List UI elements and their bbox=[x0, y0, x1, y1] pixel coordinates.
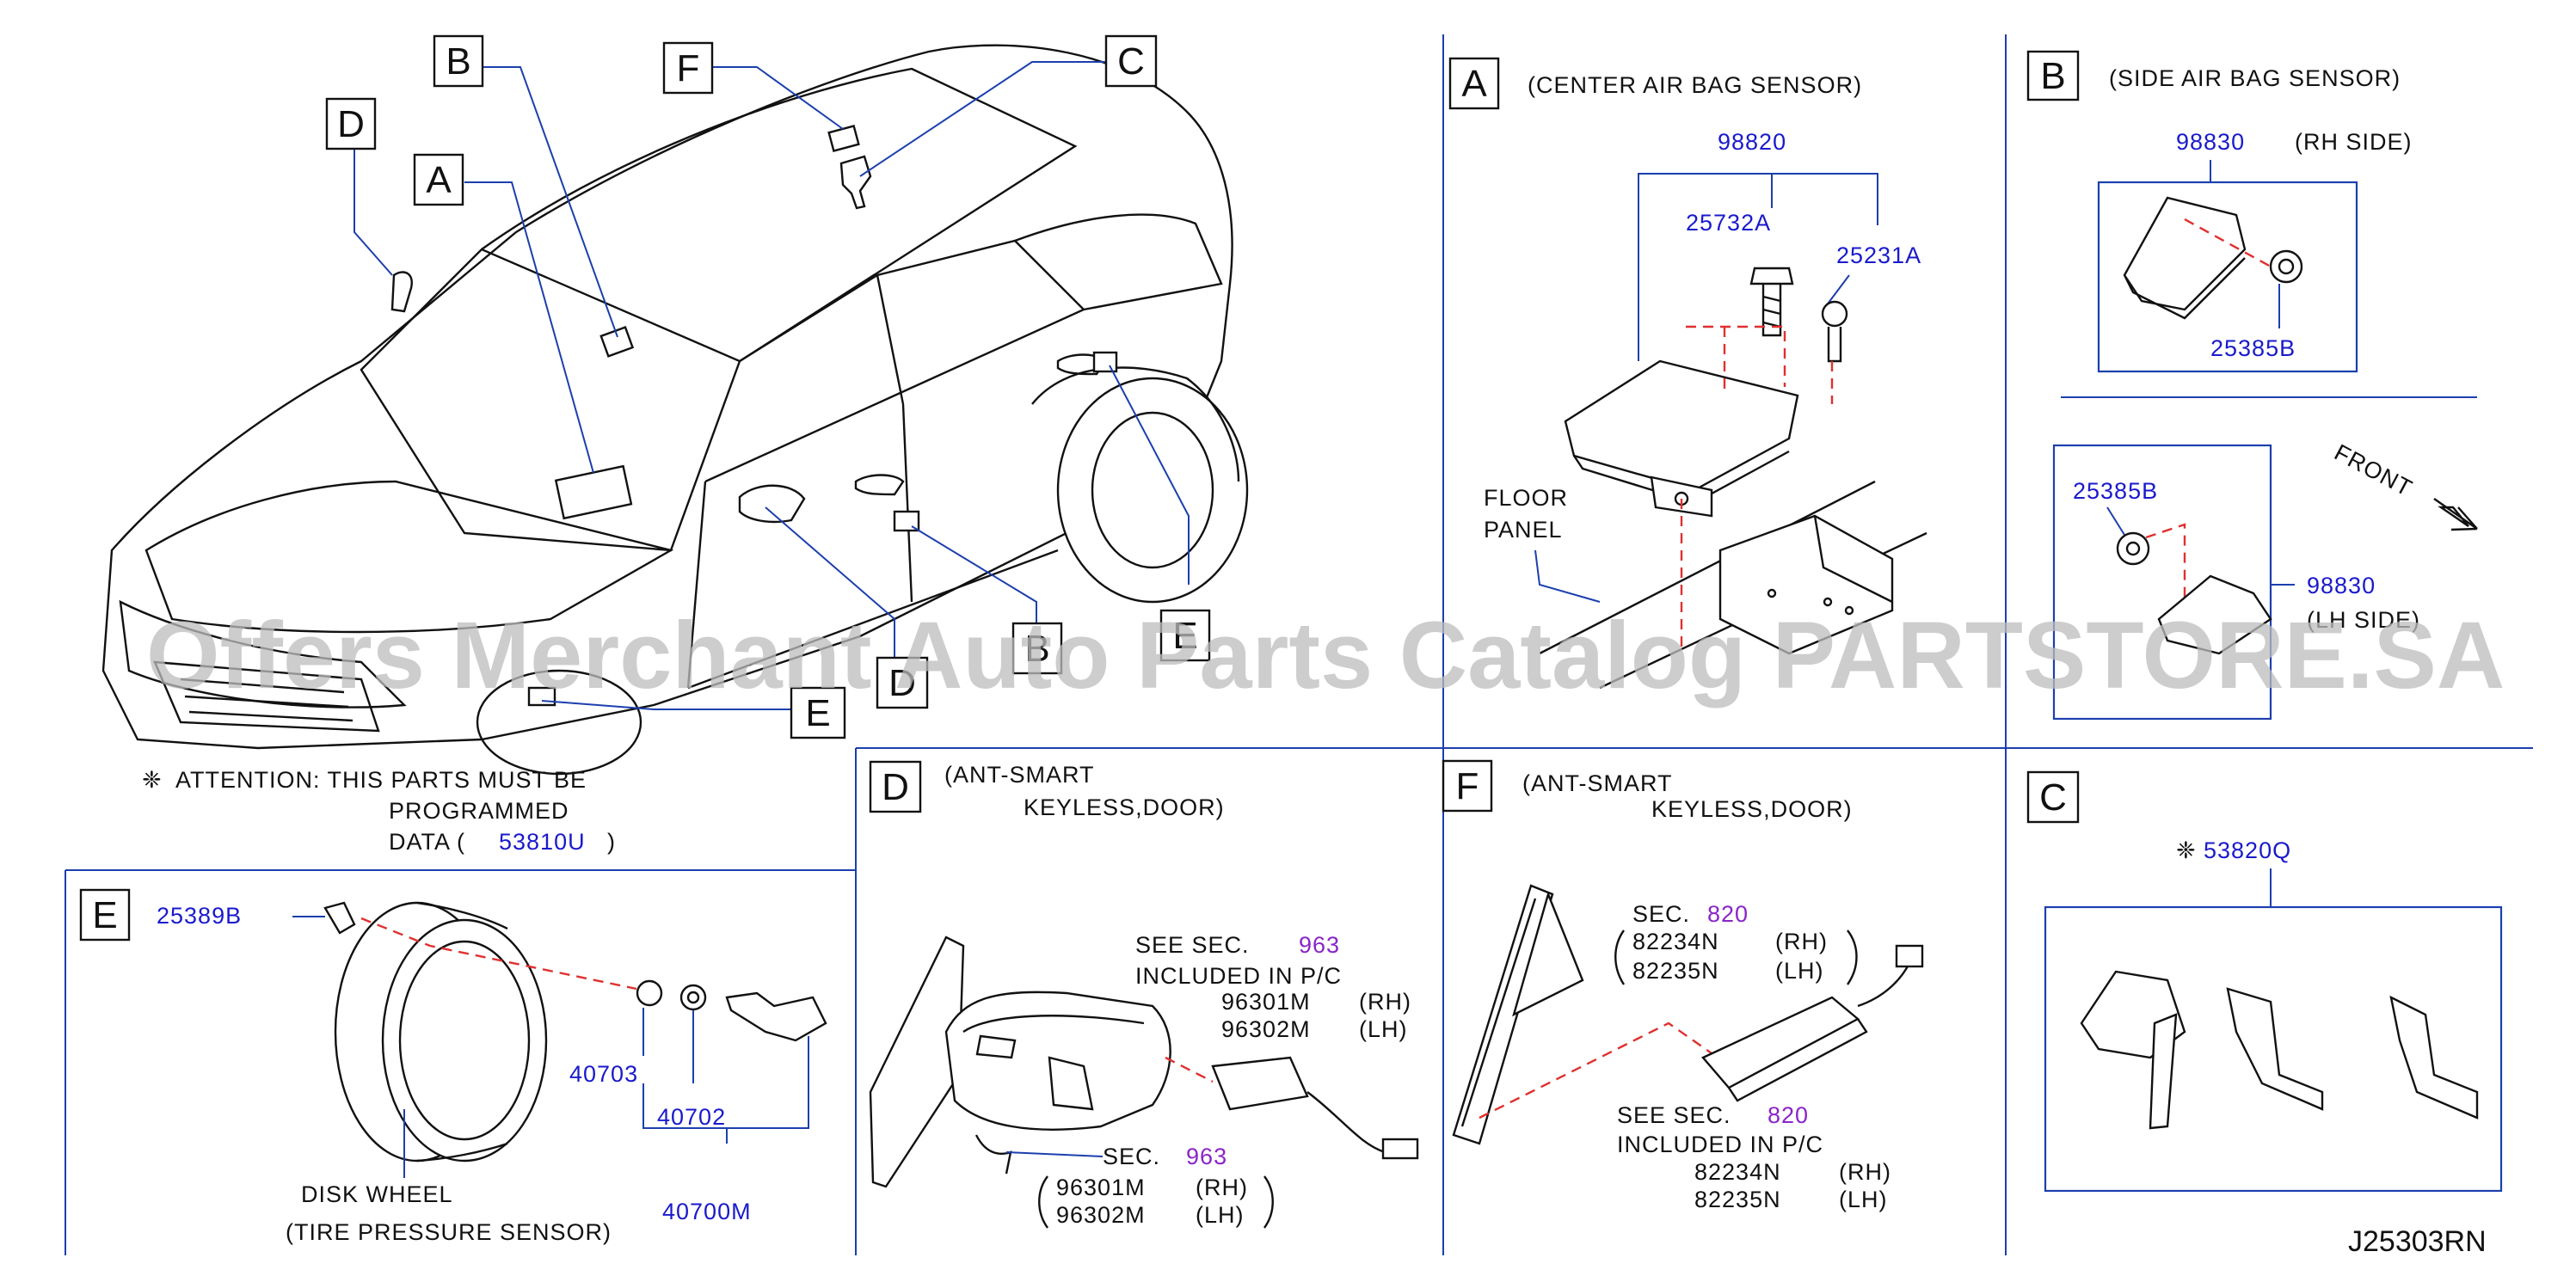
d-sec-963-top: 963 bbox=[1299, 932, 1340, 958]
panel-f-letter: F bbox=[1456, 765, 1479, 807]
d-top-lh: (LH) bbox=[1359, 1016, 1408, 1042]
attention-line-3-prefix: DATA ( bbox=[389, 829, 465, 855]
d-bot-lh: (LH) bbox=[1196, 1202, 1245, 1228]
callout-d-top: D bbox=[337, 103, 365, 145]
panel-b-letter: B bbox=[2040, 55, 2065, 97]
diagram-code: J25303RN bbox=[2348, 1225, 2487, 1258]
front-arrow-icon bbox=[2433, 498, 2478, 531]
overview-callout-boxes: B F C D A B E D E bbox=[325, 34, 1211, 739]
f-included: INCLUDED IN P/C bbox=[1617, 1132, 1823, 1157]
callout-b-top: B bbox=[446, 40, 470, 83]
d-see-sec: SEE SEC. bbox=[1135, 932, 1250, 958]
watermark: Offers Merchant Auto Parts Catalog PARTS… bbox=[146, 603, 2505, 709]
panel-f-title-1: (ANT-SMART bbox=[1522, 770, 1673, 796]
f-top-lh: (LH) bbox=[1775, 958, 1824, 984]
d-sec-963-bottom: 963 bbox=[1186, 1144, 1227, 1169]
panel-a-title: (CENTER AIR BAG SENSOR) bbox=[1528, 72, 1862, 98]
attention-line-2: PROGRAMMED bbox=[389, 798, 569, 824]
part-25389b: 25389B bbox=[157, 903, 242, 929]
f-bot-rh: (RH) bbox=[1839, 1159, 1891, 1185]
part-82234n-top: 82234N bbox=[1632, 929, 1719, 954]
panel-d-title-2: KEYLESS,DOOR) bbox=[1024, 794, 1225, 820]
part-96302m-top: 96302M bbox=[1221, 1016, 1311, 1042]
overview-leaders bbox=[354, 61, 1190, 710]
part-40703: 40703 bbox=[569, 1061, 638, 1087]
part-98820: 98820 bbox=[1718, 129, 1786, 155]
part-40702: 40702 bbox=[657, 1104, 726, 1130]
panel-d-title-1: (ANT-SMART bbox=[944, 762, 1095, 788]
d-bot-rh: (RH) bbox=[1196, 1175, 1248, 1200]
part-25732a: 25732A bbox=[1686, 210, 1771, 236]
rh-side-label: (RH SIDE) bbox=[2295, 129, 2413, 155]
part-82234n-bottom: 82234N bbox=[1694, 1159, 1781, 1185]
d-sec-label: SEC. bbox=[1103, 1144, 1160, 1169]
lh-side-label: (LH SIDE) bbox=[2307, 607, 2420, 633]
d-included: INCLUDED IN P/C bbox=[1135, 963, 1342, 989]
panel-c: C ❈ 53820Q bbox=[2026, 770, 2503, 1193]
part-25385b-rh: 25385B bbox=[2210, 335, 2296, 361]
callout-e-right: E bbox=[1172, 615, 1197, 657]
d-top-rh: (RH) bbox=[1359, 989, 1411, 1015]
callout-f-top: F bbox=[677, 47, 700, 89]
tire-pressure-sensor-label: (TIRE PRESSURE SENSOR) bbox=[286, 1219, 612, 1245]
f-see-sec: SEE SEC. bbox=[1617, 1102, 1731, 1128]
floor-label-1: FLOOR bbox=[1484, 485, 1568, 511]
part-96301m-bottom: 96301M bbox=[1056, 1175, 1146, 1200]
panel-d-letter: D bbox=[882, 766, 909, 808]
attention-note: ❈ ATTENTION: THIS PARTS MUST BE PROGRAMM… bbox=[142, 767, 616, 855]
callout-d-bottom: D bbox=[888, 662, 916, 704]
part-53820q: 53820Q bbox=[2204, 837, 2291, 863]
panel-c-symbol: ❈ bbox=[2176, 837, 2197, 863]
part-82235n-bottom: 82235N bbox=[1694, 1187, 1781, 1212]
front-label: FRONT bbox=[2330, 439, 2417, 501]
part-40700m: 40700M bbox=[662, 1199, 752, 1224]
panel-c-letter: C bbox=[2039, 776, 2067, 819]
floor-label-2: PANEL bbox=[1484, 517, 1563, 543]
panel-e-letter: E bbox=[92, 894, 117, 936]
f-sec-820-top: 820 bbox=[1707, 901, 1749, 927]
f-sec-820-bottom: 820 bbox=[1768, 1102, 1809, 1128]
f-bot-lh: (LH) bbox=[1839, 1187, 1888, 1212]
callout-b-bottom: B bbox=[1024, 628, 1049, 670]
f-top-rh: (RH) bbox=[1775, 929, 1828, 954]
part-53810u: 53810U bbox=[499, 829, 586, 855]
part-25231a: 25231A bbox=[1836, 242, 1921, 268]
panel-a-letter: A bbox=[1461, 63, 1487, 105]
callout-e-bottom: E bbox=[805, 692, 830, 734]
panel-b-side-air-bag-sensor: B (SIDE AIR BAG SENSOR) 98830 (RH SIDE) … bbox=[2026, 50, 2478, 721]
part-96301m-top: 96301M bbox=[1221, 989, 1311, 1015]
attention-line-1: ATTENTION: THIS PARTS MUST BE bbox=[175, 767, 587, 793]
callout-c-top: C bbox=[1117, 40, 1145, 83]
panel-f: F (ANT-SMART KEYLESS,DOOR) SEC. 820 8223… bbox=[1442, 759, 1924, 1212]
part-98830-lh: 98830 bbox=[2307, 573, 2376, 598]
panel-d: D (ANT-SMART KEYLESS,DOOR) SEE SEC. 963 … bbox=[869, 760, 1419, 1229]
callout-a-top: A bbox=[426, 159, 452, 201]
disk-wheel-label: DISK WHEEL bbox=[301, 1181, 453, 1207]
panel-f-title-2: KEYLESS,DOOR) bbox=[1651, 796, 1853, 822]
panel-dividers bbox=[65, 34, 2533, 1255]
vehicle-overview bbox=[101, 44, 1249, 776]
panel-e: E 25389B 40703 40702 40700M DISK WHEEL (… bbox=[79, 888, 827, 1245]
part-82235n-top: 82235N bbox=[1632, 958, 1719, 984]
part-96302m-bottom: 96302M bbox=[1056, 1202, 1146, 1228]
f-sec-label: SEC. bbox=[1632, 901, 1690, 927]
attention-symbol: ❈ bbox=[142, 767, 163, 793]
panel-a-center-air-bag-sensor: A (CENTER AIR BAG SENSOR) 98820 25732A 2… bbox=[1448, 57, 1927, 690]
attention-line-3-suffix: ) bbox=[607, 829, 616, 855]
part-25385b-lh: 25385B bbox=[2073, 478, 2158, 504]
part-98830-rh: 98830 bbox=[2176, 129, 2245, 155]
panel-b-title: (SIDE AIR BAG SENSOR) bbox=[2109, 65, 2401, 91]
